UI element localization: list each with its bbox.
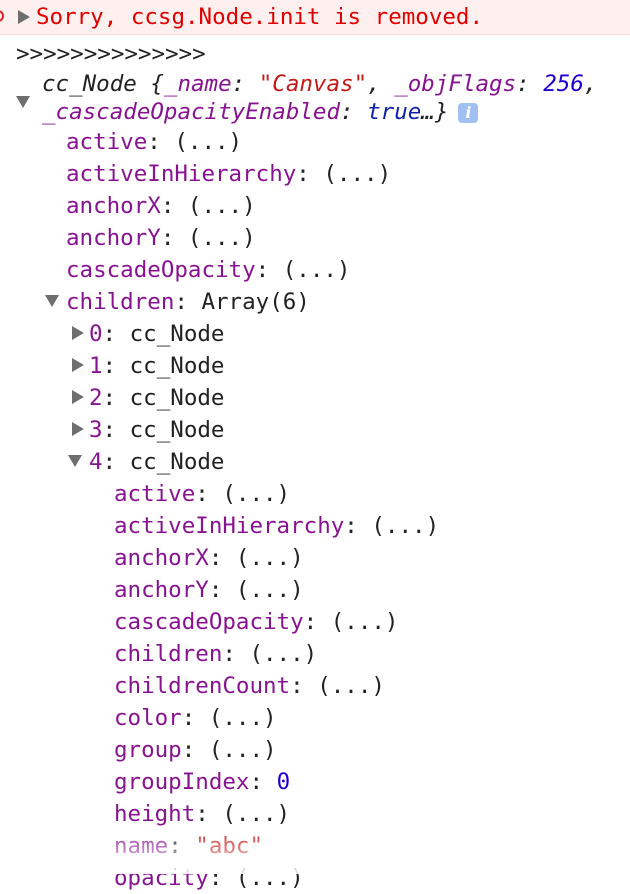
error-text: Sorry, ccsg.Node.init is removed.: [36, 4, 484, 30]
property-value: cc_Node: [129, 321, 225, 347]
prop-value: 256: [543, 71, 584, 97]
property-key: anchorY: [66, 225, 161, 251]
property-row[interactable]: 2: cc_Node: [72, 382, 224, 414]
prop-value: "Canvas": [258, 71, 368, 97]
console-log-line: >>>>>>>>>>>>>>: [16, 41, 206, 67]
property-key: 0: [89, 321, 103, 347]
lazy-getter-value[interactable]: (...): [222, 481, 291, 507]
property-row[interactable]: children: Array(6): [45, 286, 310, 318]
property-key: name: [114, 833, 169, 859]
lazy-getter-value[interactable]: (...): [174, 129, 243, 155]
object-summary-line-2: _cascadeOpacityEnabled: true…}i: [42, 98, 479, 126]
property-key: groupIndex: [114, 769, 250, 795]
lazy-getter-value[interactable]: (...): [235, 865, 304, 891]
property-row: childrenCount: (...): [114, 673, 385, 699]
console-error-message: Sorry, ccsg.Node.init is removed.: [0, 0, 630, 35]
property-key: 2: [89, 385, 103, 411]
property-key: activeInHierarchy: [114, 513, 345, 539]
property-value: cc_Node: [129, 449, 225, 475]
lazy-getter-value[interactable]: (...): [235, 577, 304, 603]
lazy-getter-value[interactable]: (...): [323, 161, 392, 187]
property-row: anchorY: (...): [66, 225, 256, 251]
lazy-getter-value[interactable]: (...): [330, 609, 399, 635]
property-row[interactable]: 3: cc_Node: [72, 414, 224, 446]
expand-arrow-icon[interactable]: [72, 389, 84, 404]
brace: {: [136, 71, 164, 97]
property-value: cc_Node: [129, 353, 225, 379]
lazy-getter-value[interactable]: (...): [249, 641, 318, 667]
property-row: anchorX: (...): [114, 545, 304, 571]
object-summary-line-1: cc_Node {_name: "Canvas", _objFlags: 256…: [42, 71, 598, 97]
property-row: active: (...): [114, 481, 291, 507]
collapse-arrow-icon[interactable]: [68, 454, 82, 467]
prop-value: true: [367, 99, 422, 125]
lazy-getter-value[interactable]: (...): [222, 801, 291, 827]
expand-arrow-icon[interactable]: [72, 421, 84, 436]
property-value: Array(6): [201, 289, 310, 315]
property-key: active: [114, 481, 196, 507]
property-value: cc_Node: [129, 417, 225, 443]
property-row: height: (...): [114, 801, 291, 827]
property-key: anchorY: [114, 577, 209, 603]
prop-key: _cascadeOpacityEnabled: [42, 99, 341, 125]
property-key: cascadeOpacity: [66, 257, 256, 283]
property-row: name: "abc": [114, 833, 264, 859]
property-key: opacity: [114, 865, 209, 891]
scroll-fade: [0, 824, 630, 874]
property-row: cascadeOpacity: (...): [66, 257, 351, 283]
property-key: anchorX: [114, 545, 209, 571]
property-value: 0: [276, 769, 291, 795]
property-row: active: (...): [66, 129, 243, 155]
property-row: anchorX: (...): [66, 193, 256, 219]
property-row: groupIndex: 0: [114, 769, 291, 795]
lazy-getter-value[interactable]: (...): [208, 705, 277, 731]
property-key: children: [114, 641, 223, 667]
property-row: color: (...): [114, 705, 277, 731]
lazy-getter-value[interactable]: (...): [282, 257, 351, 283]
property-row: group: (...): [114, 737, 277, 763]
lazy-getter-value[interactable]: (...): [371, 513, 440, 539]
collapse-arrow-icon[interactable]: [16, 96, 30, 108]
property-row[interactable]: 1: cc_Node: [72, 350, 224, 382]
expand-arrow-icon[interactable]: [72, 325, 84, 340]
property-row: activeInHierarchy: (...): [66, 161, 392, 187]
property-row: cascadeOpacity: (...): [114, 609, 399, 635]
class-name: cc_Node: [42, 71, 137, 97]
property-row: children: (...): [114, 641, 318, 667]
property-key: childrenCount: [114, 673, 291, 699]
lazy-getter-value[interactable]: (...): [235, 545, 304, 571]
property-value: cc_Node: [129, 385, 225, 411]
property-key: color: [114, 705, 182, 731]
property-key: group: [114, 737, 182, 763]
expand-arrow-icon[interactable]: [18, 10, 30, 24]
property-key: 3: [89, 417, 103, 443]
property-key: activeInHierarchy: [66, 161, 297, 187]
property-row: anchorY: (...): [114, 577, 304, 603]
property-key: 1: [89, 353, 103, 379]
property-key: height: [114, 801, 196, 827]
property-row: activeInHierarchy: (...): [114, 513, 440, 539]
property-row: opacity: (...): [114, 865, 304, 891]
info-icon[interactable]: i: [458, 102, 479, 123]
lazy-getter-value[interactable]: (...): [187, 225, 256, 251]
error-icon: [0, 10, 4, 22]
property-row[interactable]: 0: cc_Node: [72, 318, 224, 350]
lazy-getter-value[interactable]: (...): [317, 673, 385, 699]
property-key: 4: [89, 449, 103, 475]
property-key: children: [66, 289, 175, 315]
prop-key: _name: [163, 71, 232, 97]
expand-arrow-icon[interactable]: [72, 357, 84, 372]
lazy-getter-value[interactable]: (...): [208, 737, 277, 763]
collapse-arrow-icon[interactable]: [45, 294, 59, 307]
property-key: active: [66, 129, 148, 155]
prop-key: _objFlags: [394, 71, 517, 97]
property-key: anchorX: [66, 193, 161, 219]
property-value: "abc": [195, 833, 264, 859]
property-key: cascadeOpacity: [114, 609, 304, 635]
lazy-getter-value[interactable]: (...): [187, 193, 256, 219]
property-row[interactable]: 4: cc_Node: [68, 446, 224, 478]
ellipsis: …}: [421, 99, 449, 125]
